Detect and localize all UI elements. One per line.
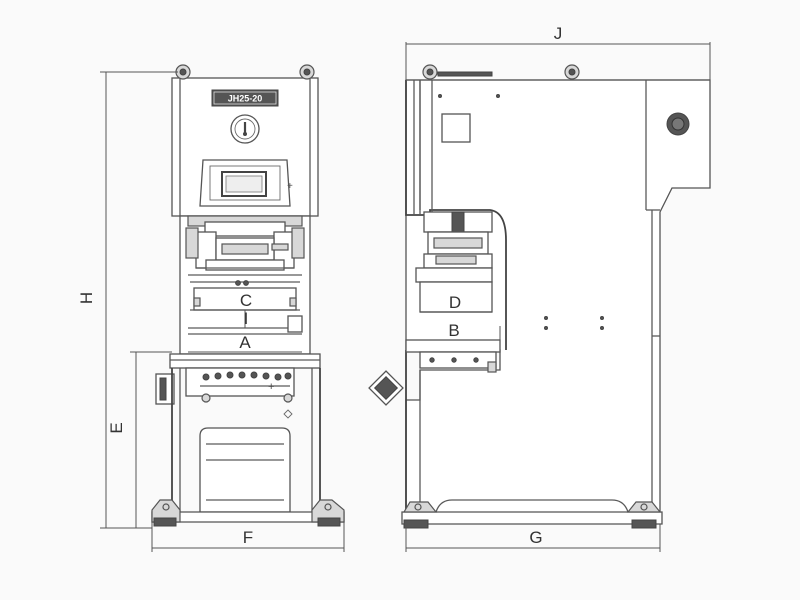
side-base-plate [401, 511, 663, 525]
dim-label-i: I [244, 309, 249, 328]
dim-label-f: F [243, 528, 253, 547]
side-inspection-window [441, 113, 471, 143]
side-view [368, 64, 711, 529]
dim-label-d: D [449, 293, 461, 312]
dim-label-g: G [529, 528, 542, 547]
front-legs [171, 368, 321, 512]
front-bolster [169, 353, 321, 369]
dim-label-c: C [240, 291, 252, 310]
svg-text:+: + [287, 181, 293, 192]
dim-label-b: B [448, 321, 459, 340]
bed-bolts [202, 371, 292, 381]
dimension-lines [100, 42, 711, 552]
side-bolster [405, 339, 501, 353]
front-view: JH25-20 + [151, 64, 345, 527]
nameplate-text: JH25-20 [228, 94, 263, 104]
front-lower-door [199, 427, 291, 513]
dim-label-a: A [239, 333, 251, 352]
svg-text:+: + [268, 381, 274, 393]
dimension-letters: C I A D B J F G E H [77, 24, 562, 547]
nameplate [211, 89, 279, 107]
dim-label-e: E [107, 422, 126, 433]
dim-label-h: H [77, 292, 96, 304]
dim-label-j: J [554, 24, 563, 43]
foot-pedal [368, 370, 404, 406]
